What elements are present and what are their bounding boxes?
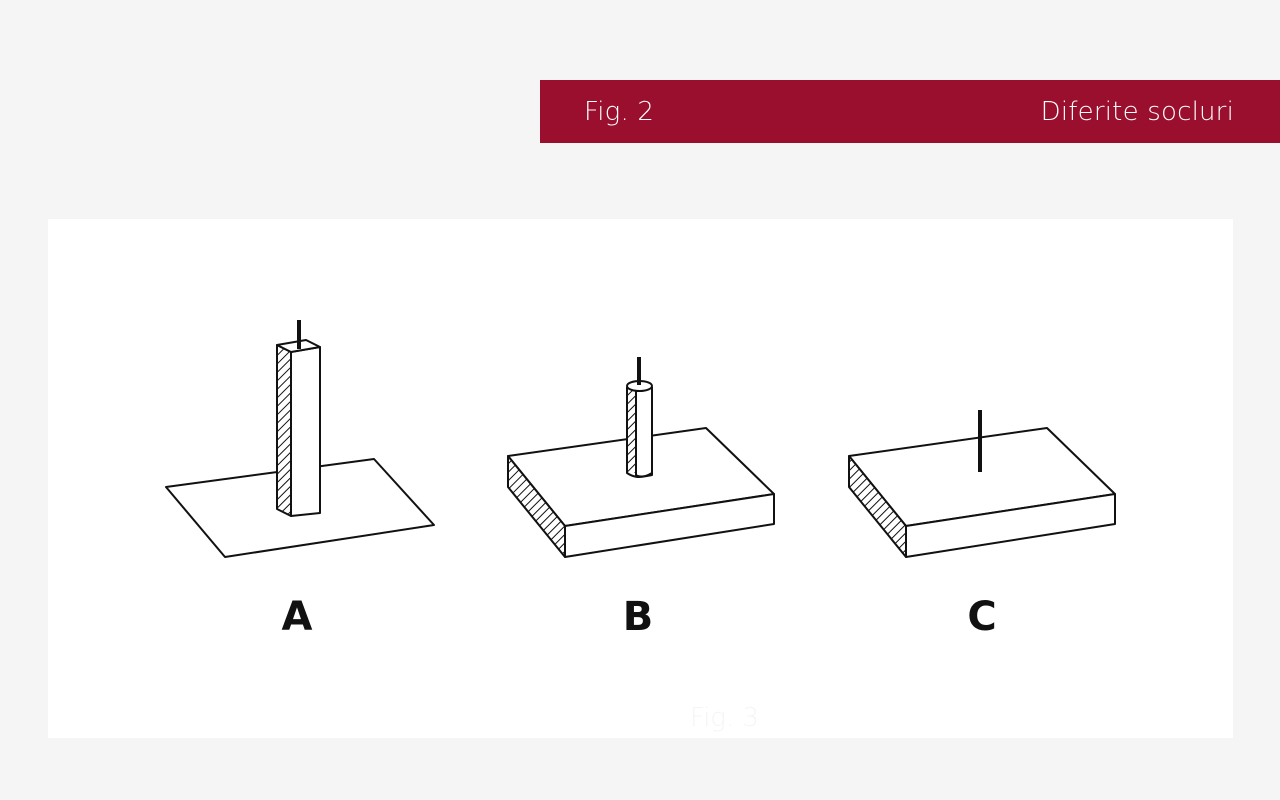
figure-panel: A B C Fig. 3 (48, 219, 1233, 738)
label-b: B (623, 594, 654, 640)
socket-b-drawing (507, 357, 775, 558)
label-c: C (967, 594, 996, 640)
figure-number: Fig. 2 (584, 96, 655, 127)
socket-b-post-outline (626, 387, 653, 478)
socket-a-post-front (290, 346, 321, 517)
socket-c-drawing (848, 410, 1116, 558)
socket-a-post-side (276, 344, 292, 517)
label-a: A (282, 594, 313, 640)
figure-caption: Fig. 3 (690, 703, 759, 733)
figure-banner: Fig. 2 Diferite socluri (540, 80, 1280, 143)
figure-title: Diferite socluri (1040, 96, 1234, 127)
sockets-diagram: A B C (165, 320, 1116, 640)
socket-b-post-front (635, 387, 653, 478)
socket-c-block-front (905, 493, 1116, 558)
socket-b-block-front (564, 493, 775, 558)
socket-a-drawing (165, 320, 435, 558)
